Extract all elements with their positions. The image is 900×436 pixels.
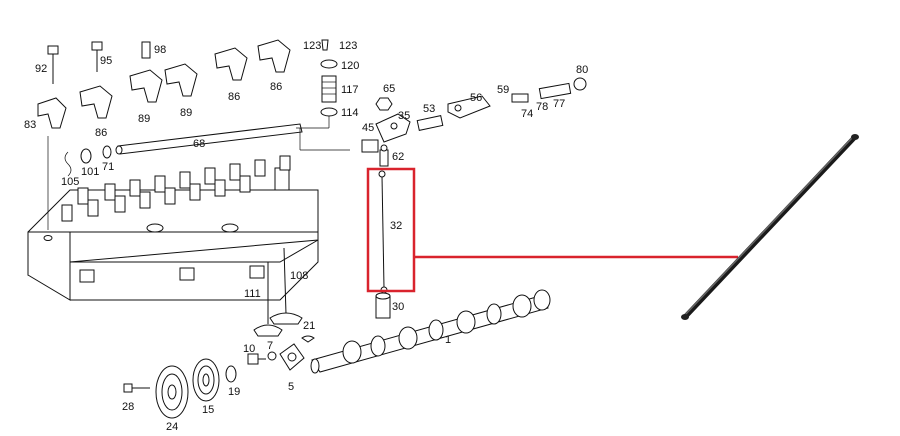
rocker-shaft — [115, 123, 350, 155]
label-68: 68 — [193, 138, 205, 150]
label-74: 74 — [521, 108, 533, 120]
rocker-arm-89b — [164, 63, 198, 97]
cylinder-head — [27, 155, 319, 301]
label-89b: 89 — [180, 107, 192, 119]
adjuster-62 — [379, 144, 389, 167]
label-108: 108 — [290, 270, 308, 282]
label-21: 21 — [303, 320, 315, 332]
label-65: 65 — [383, 83, 395, 95]
label-86b: 86 — [228, 91, 240, 103]
rocker-arm-86c — [257, 39, 291, 73]
highlight-box — [366, 167, 416, 293]
label-117: 117 — [341, 84, 359, 96]
push-rod-detail — [681, 134, 859, 320]
label-62: 62 — [392, 151, 404, 163]
rocker-arm-86a — [79, 85, 113, 119]
ring-19 — [225, 365, 237, 383]
label-24: 24 — [166, 421, 178, 433]
label-32: 32 — [390, 220, 402, 232]
tappet-30 — [375, 292, 391, 319]
label-53: 53 — [423, 103, 435, 115]
rocker-35 — [375, 113, 411, 143]
label-45: 45 — [362, 122, 374, 134]
label-123b: 123 — [339, 40, 357, 52]
bushing-45 — [361, 139, 379, 153]
valve-keepers-123 — [321, 39, 329, 51]
label-19: 19 — [228, 386, 240, 398]
label-86a: 86 — [95, 127, 107, 139]
part-labels: 92 95 98 123 123 120 117 114 65 35 53 56… — [24, 40, 588, 433]
bolt-92 — [47, 45, 59, 84]
label-83: 83 — [24, 119, 36, 131]
label-30: 30 — [392, 301, 404, 313]
label-89a: 89 — [138, 113, 150, 125]
ring-71 — [102, 145, 112, 159]
spring-seat-114 — [296, 107, 338, 129]
rocker-arm-86b — [214, 47, 248, 81]
cap-80 — [573, 77, 587, 91]
bolt-95 — [91, 41, 103, 72]
spring-retainer-120 — [320, 59, 338, 69]
nut-65 — [375, 97, 393, 111]
label-7: 7 — [267, 340, 273, 352]
spring-53 — [416, 115, 444, 131]
plate-5 — [279, 343, 305, 371]
label-78: 78 — [536, 101, 548, 113]
washer-101 — [80, 148, 92, 164]
label-120: 120 — [341, 60, 359, 72]
valve-108 — [269, 247, 303, 325]
pin-59 — [511, 93, 529, 103]
valve-111 — [253, 262, 283, 337]
label-1: 1 — [445, 334, 451, 346]
label-114: 114 — [341, 107, 359, 119]
push-rod-32 — [378, 170, 388, 294]
label-71: 71 — [102, 161, 114, 173]
camshaft-1 — [310, 289, 551, 374]
label-5: 5 — [288, 381, 294, 393]
label-105: 105 — [61, 176, 79, 188]
valve-spring-row — [61, 155, 291, 222]
label-15: 15 — [202, 404, 214, 416]
label-10: 10 — [243, 343, 255, 355]
spring-98 — [141, 41, 151, 59]
label-98: 98 — [154, 44, 166, 56]
clip-105 — [64, 151, 72, 177]
rocker-56 — [447, 95, 491, 119]
rocker-arm-89a — [129, 69, 163, 103]
key-21 — [301, 335, 315, 343]
label-28: 28 — [122, 401, 134, 413]
label-80: 80 — [576, 64, 588, 76]
label-92: 92 — [35, 63, 47, 75]
label-111: 111 — [244, 288, 261, 300]
washer-7 — [267, 351, 277, 361]
bolt-10 — [247, 353, 266, 365]
sprocket-24 — [155, 365, 189, 419]
label-95: 95 — [100, 55, 112, 67]
spring-78-77 — [538, 82, 572, 100]
label-59: 59 — [497, 84, 509, 96]
sprocket-15 — [192, 358, 220, 402]
label-86c: 86 — [270, 81, 282, 93]
label-56: 56 — [470, 92, 482, 104]
label-77: 77 — [553, 98, 565, 110]
label-123a: 123 — [303, 40, 321, 52]
valve-spring-117 — [321, 75, 337, 103]
rocker-arm-83 — [37, 97, 67, 230]
label-35: 35 — [398, 110, 410, 122]
bolt-28 — [123, 383, 150, 393]
label-101: 101 — [81, 166, 99, 178]
